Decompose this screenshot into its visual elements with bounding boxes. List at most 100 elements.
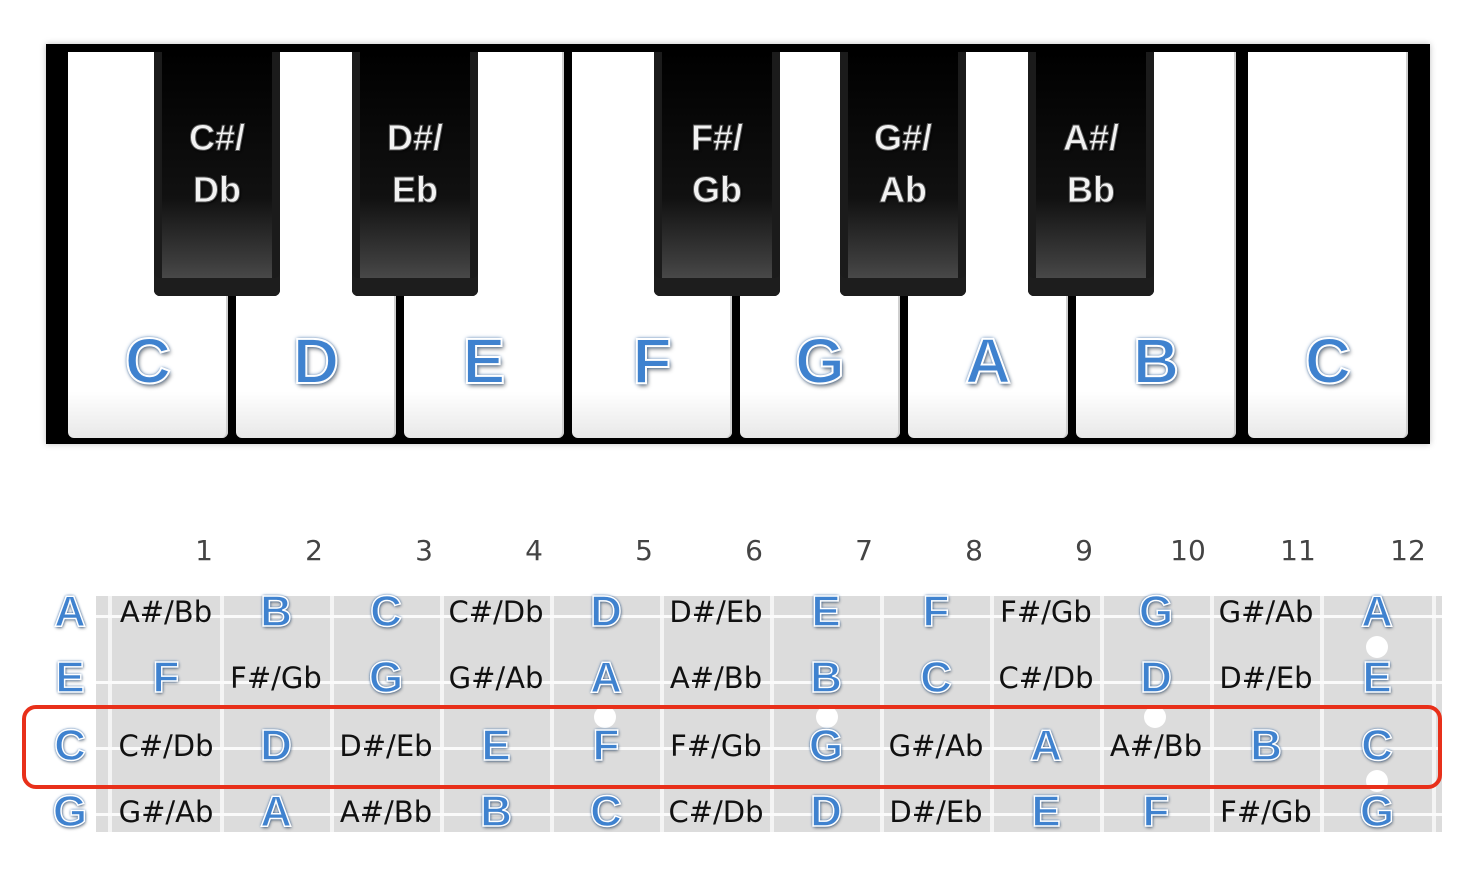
black-key-label: C#/Db xyxy=(188,117,246,211)
white-key-label: C xyxy=(1304,324,1352,398)
fret-note: G xyxy=(808,720,844,771)
fret-note: B xyxy=(1249,720,1282,771)
fret-note: D xyxy=(259,720,292,771)
fret-number-row: 1 2 3 4 5 6 7 8 9 10 11 12 xyxy=(0,534,1476,567)
fret-number: 4 xyxy=(525,534,543,567)
string-line-a xyxy=(96,615,1442,618)
black-key-f-sharp: F#/Gb xyxy=(654,52,780,296)
fret-note: A xyxy=(1029,720,1062,771)
white-key-label: C xyxy=(124,324,172,398)
fret-line xyxy=(550,596,554,832)
fret-note: F#/Gb xyxy=(670,729,762,763)
fret-number: 7 xyxy=(855,534,873,567)
white-key-label: A xyxy=(964,324,1012,398)
fret-note: D#/Eb xyxy=(669,595,763,629)
open-string-note: C xyxy=(53,720,86,771)
fret-note: D xyxy=(1139,652,1172,703)
fret-line xyxy=(1100,596,1104,832)
open-string-note: A xyxy=(53,586,86,637)
fret-marker-dot xyxy=(816,706,838,728)
fret-line xyxy=(770,596,774,832)
fret-number: 1 xyxy=(195,534,213,567)
string-line-g xyxy=(96,813,1442,816)
fret-number: 12 xyxy=(1390,534,1426,567)
fret-note: F xyxy=(1142,786,1170,837)
black-key-label: A#/Bb xyxy=(1062,117,1120,211)
fret-note: F#/Gb xyxy=(230,661,322,695)
fret-line xyxy=(880,596,884,832)
fret-marker-dot xyxy=(594,706,616,728)
fret-number: 6 xyxy=(745,534,763,567)
fret-note: A#/Bb xyxy=(669,661,763,695)
fret-number: 9 xyxy=(1075,534,1093,567)
fret-note: C xyxy=(589,786,622,837)
fret-line xyxy=(440,596,444,832)
fret-note: D xyxy=(589,586,622,637)
fret-note: E xyxy=(811,586,842,637)
fret-note: A#/Bb xyxy=(339,795,433,829)
fret-line xyxy=(1320,596,1324,832)
fretboard xyxy=(96,596,1442,832)
black-key-d-sharp: D#/Eb xyxy=(352,52,478,296)
fret-note: D#/Eb xyxy=(339,729,433,763)
fret-number: 5 xyxy=(635,534,653,567)
fret-note: C#/Db xyxy=(998,661,1094,695)
fret-note: B xyxy=(809,652,842,703)
white-key-label: G xyxy=(794,324,846,398)
fret-line xyxy=(660,596,664,832)
fret-line xyxy=(1210,596,1214,832)
fret-number: 11 xyxy=(1280,534,1316,567)
fret-note: C xyxy=(919,652,952,703)
fret-note: C#/Db xyxy=(448,595,544,629)
black-key-label: F#/Gb xyxy=(690,117,743,211)
black-key-label: G#/Ab xyxy=(873,117,933,211)
fret-number: 3 xyxy=(415,534,433,567)
fret-note: F xyxy=(592,720,620,771)
fret-number: 8 xyxy=(965,534,983,567)
fret-note: A xyxy=(259,786,292,837)
fret-line xyxy=(330,596,334,832)
fret-note: F xyxy=(922,586,950,637)
white-key-c-high: C xyxy=(1248,52,1408,438)
fret-note: D xyxy=(809,786,842,837)
fret-note: G xyxy=(1359,786,1395,837)
fret-note: G#/Ab xyxy=(1218,595,1314,629)
white-key-label: B xyxy=(1132,324,1180,398)
fret-line xyxy=(220,596,224,832)
fret-note: C xyxy=(369,586,402,637)
fret-note: B xyxy=(479,786,512,837)
highlighted-string-outline xyxy=(22,705,1442,789)
fret-number: 10 xyxy=(1170,534,1206,567)
piano-keyboard: C D E F G A B C C#/Db D#/Eb F#/Gb G#/Ab … xyxy=(46,44,1430,444)
string-line-e xyxy=(96,681,1442,684)
fret-note: C#/Db xyxy=(118,729,214,763)
black-key-c-sharp: C#/Db xyxy=(154,52,280,296)
fret-note: A xyxy=(589,652,622,703)
fret-note: B xyxy=(259,586,292,637)
fret-note: G xyxy=(368,652,404,703)
white-key-label: D xyxy=(292,324,340,398)
open-string-note: G xyxy=(52,786,88,837)
fret-note: A#/Bb xyxy=(1109,729,1203,763)
string-line-c xyxy=(96,747,1442,750)
fret-line xyxy=(990,596,994,832)
nut-line xyxy=(108,596,112,832)
open-string-note: E xyxy=(55,652,86,703)
black-key-label: D#/Eb xyxy=(386,117,444,211)
black-key-a-sharp: A#/Bb xyxy=(1028,52,1154,296)
fret-note: G xyxy=(1138,586,1174,637)
fret-note: C#/Db xyxy=(668,795,764,829)
fret-note: G#/Ab xyxy=(888,729,984,763)
fret-note: G#/Ab xyxy=(448,661,544,695)
fret-note: D#/Eb xyxy=(1219,661,1313,695)
fret-note: F#/Gb xyxy=(1000,595,1092,629)
fret-number: 2 xyxy=(305,534,323,567)
white-key-label: E xyxy=(462,324,507,398)
fret-note: A#/Bb xyxy=(119,595,213,629)
fret-note: E xyxy=(1031,786,1062,837)
fret-note: G#/Ab xyxy=(118,795,214,829)
fret-marker-dot xyxy=(1144,706,1166,728)
black-key-g-sharp: G#/Ab xyxy=(840,52,966,296)
fret-note: D#/Eb xyxy=(889,795,983,829)
fret-note: C xyxy=(1360,720,1393,771)
